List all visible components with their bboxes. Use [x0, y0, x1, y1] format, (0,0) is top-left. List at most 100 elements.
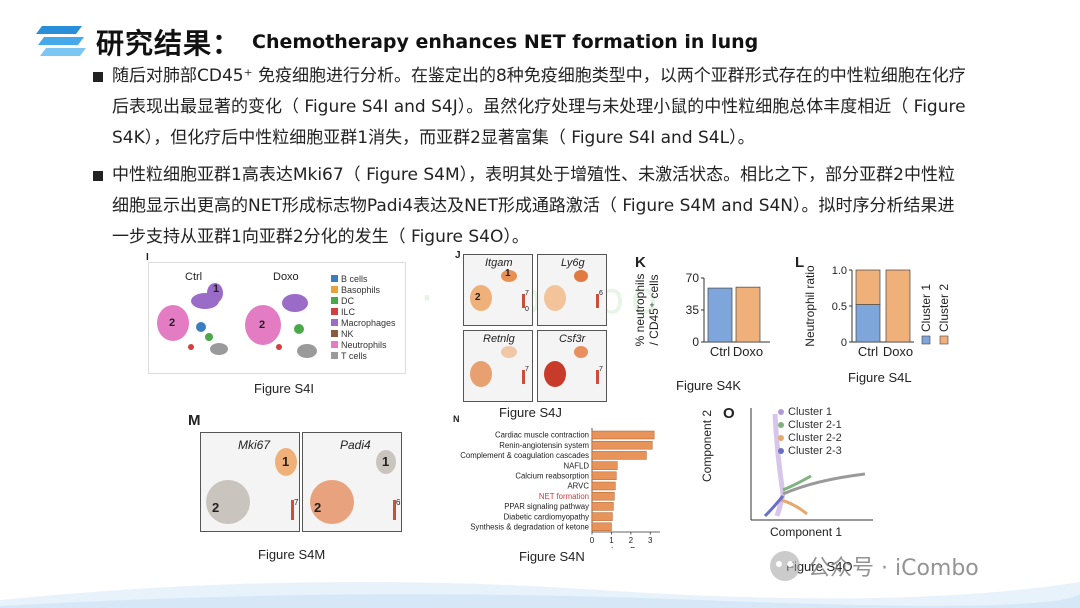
figure-l-legend-label: Cluster 1	[919, 284, 933, 332]
figure-i-legend-label: Basophils	[341, 284, 381, 295]
figure-n-category-label: PPAR signaling pathway	[504, 502, 589, 511]
figure-j-tile-3	[463, 330, 533, 402]
figure-i-legend-item: B cells	[331, 273, 405, 284]
figure-i-legend-swatch	[331, 319, 338, 326]
figure-n-bar	[591, 491, 615, 501]
figure-i-legend-swatch	[331, 308, 338, 315]
figure-n-category-label: NAFLD	[563, 461, 589, 470]
figure-i-legend-label: T cells	[341, 350, 367, 361]
figure-n-category-label: Diabetic cardiomyopathy	[504, 512, 589, 521]
watermark-badge: 公众号 · iCombo	[770, 548, 979, 584]
figure-n-bar	[591, 502, 614, 511]
figure-l-category-label: Doxo	[883, 344, 913, 359]
figure-i-legend-label: Macrophages	[341, 317, 396, 328]
figure-o-legend-item: Cluster 2-1	[778, 418, 878, 431]
figure-o-plot	[750, 408, 873, 521]
figure-i-legend-label: ILC	[341, 306, 356, 317]
figure-i-legend-item: DC	[331, 295, 405, 306]
figure-n-chart: Cardiac muscle contractionRenin-angioten…	[460, 428, 660, 548]
figure-n-bar	[591, 471, 617, 481]
figure-k-ylabel-line-1: % neutrophils	[633, 274, 647, 347]
figure-i-legend-item: NK	[331, 328, 405, 339]
figure-i-legend-swatch	[331, 275, 338, 282]
figure-i-legend-item: ILC	[331, 306, 405, 317]
figure-m-c2-b: 2	[314, 500, 322, 515]
figure-m-caption: Figure S4M	[258, 547, 326, 562]
figure-n-category-label: NET formation	[539, 492, 589, 501]
figure-i-legend-label: NK	[341, 328, 354, 339]
figure-i-legend-label: B cells	[341, 273, 368, 284]
figure-j: Itgam Ly6g Retnlg Csf3r 1 2 7 6 7 7 0	[463, 254, 609, 402]
figure-j-c2: 2	[475, 292, 481, 303]
figure-k-tick-label: 35	[686, 303, 700, 317]
figure-i-legend-swatch	[331, 297, 338, 304]
figure-n-category-label: Synthesis & degradation of ketone	[470, 523, 589, 532]
figure-m-scale-1: 7	[294, 498, 299, 507]
figure-o-legend-label: Cluster 1	[788, 405, 833, 418]
figure-n-xlabel: -log₁₀ P	[609, 546, 636, 548]
figure-k-bar	[735, 286, 761, 343]
figure-l-tick-label: 0.5	[832, 301, 847, 313]
figure-k-bar	[707, 287, 733, 343]
figure-m-c1-b: 1	[382, 454, 390, 469]
paragraph-1-line-3: S4K），但化疗后中性粒细胞亚群1消失，而亚群2显著富集（ Figure S4I…	[112, 128, 755, 148]
figure-n-bar	[591, 451, 647, 460]
figure-i-legend-item: Basophils	[331, 284, 405, 295]
wechat-icon	[770, 551, 800, 581]
watermark-badge-text: 公众号 · iCombo	[808, 556, 979, 581]
panel-letter-k: K	[635, 254, 646, 271]
figure-k-category-label: Ctrl	[710, 344, 730, 359]
paragraph-1-line-1: 随后对肺部CD45⁺ 免疫细胞进行分析。在鉴定出的8种免疫细胞类型中，以两个亚群…	[112, 66, 966, 86]
paragraph-1-line-2: 后表现出最显著的变化（ Figure S4I and S4J）。虽然化疗处理与未…	[112, 97, 966, 117]
figure-l-ylabel: Neutrophil ratio	[803, 265, 817, 347]
figure-o-legend-label: Cluster 2-3	[788, 444, 842, 457]
figure-j-gene-4: Csf3r	[559, 333, 586, 345]
panel-letter-o: O	[723, 405, 735, 422]
panel-letter-l: L	[795, 254, 805, 271]
figure-m: Mki67 Padi4 1 2 1 2 7 6	[200, 432, 402, 532]
figure-l-tick-label: 1.0	[832, 265, 847, 277]
figure-k-tick-label: 70	[686, 271, 700, 285]
figure-i-legend-swatch	[331, 330, 338, 337]
figure-n-tick-label: 3	[648, 536, 653, 545]
figure-n-bar	[591, 522, 612, 532]
figure-k-category-label: Doxo	[733, 344, 763, 359]
figure-j-gene-3: Retnlg	[483, 333, 515, 345]
figure-j-c1: 1	[505, 268, 511, 279]
figure-o-legend-item: Cluster 1	[778, 405, 878, 418]
figure-n-bar	[591, 461, 618, 470]
figure-i-umap-plot	[157, 283, 317, 358]
header-logo	[36, 22, 86, 60]
figure-n-category-label: Calcium reabsorption	[515, 472, 589, 481]
figure-m-c1: 1	[282, 454, 290, 469]
figure-l-legend-label: Cluster 2	[937, 284, 951, 332]
panel-letter-i: I	[146, 252, 149, 263]
figure-o-legend-dot	[778, 447, 784, 454]
figure-o-legend-item: Cluster 2-2	[778, 431, 878, 444]
figure-k-tick-label: 0	[692, 335, 699, 349]
figure-o-legend-dot	[778, 434, 784, 441]
figure-j-scale-4: 7	[599, 366, 603, 373]
figure-j-scale-1: 7	[525, 290, 529, 297]
figure-o-ylabel: Component 2	[700, 409, 714, 482]
figure-n-category-label: Renin-angiotensin system	[499, 441, 589, 450]
figure-l-tick-label: 0	[841, 337, 847, 349]
figure-i-caption: Figure S4I	[254, 381, 314, 396]
figure-j-scale-2: 6	[599, 290, 603, 297]
panel-letter-m: M	[188, 412, 201, 429]
figure-i-legend-item: Macrophages	[331, 317, 405, 328]
figure-l-category-label: Ctrl	[858, 344, 878, 359]
figure-j-scale-3: 7	[525, 366, 529, 373]
figure-i-doxo-label: Doxo	[273, 271, 299, 283]
decorative-wave	[0, 582, 1080, 608]
figure-i-legend-swatch	[331, 341, 338, 348]
figure-n-category-label: Cardiac muscle contraction	[495, 431, 589, 440]
figure-n-bar	[591, 440, 653, 450]
figure-o-legend-dot	[778, 408, 784, 415]
figure-l-legend-swatch	[939, 335, 949, 345]
figure-i-legend-label: DC	[341, 295, 354, 306]
figure-o-xlabel: Component 1	[770, 525, 843, 539]
